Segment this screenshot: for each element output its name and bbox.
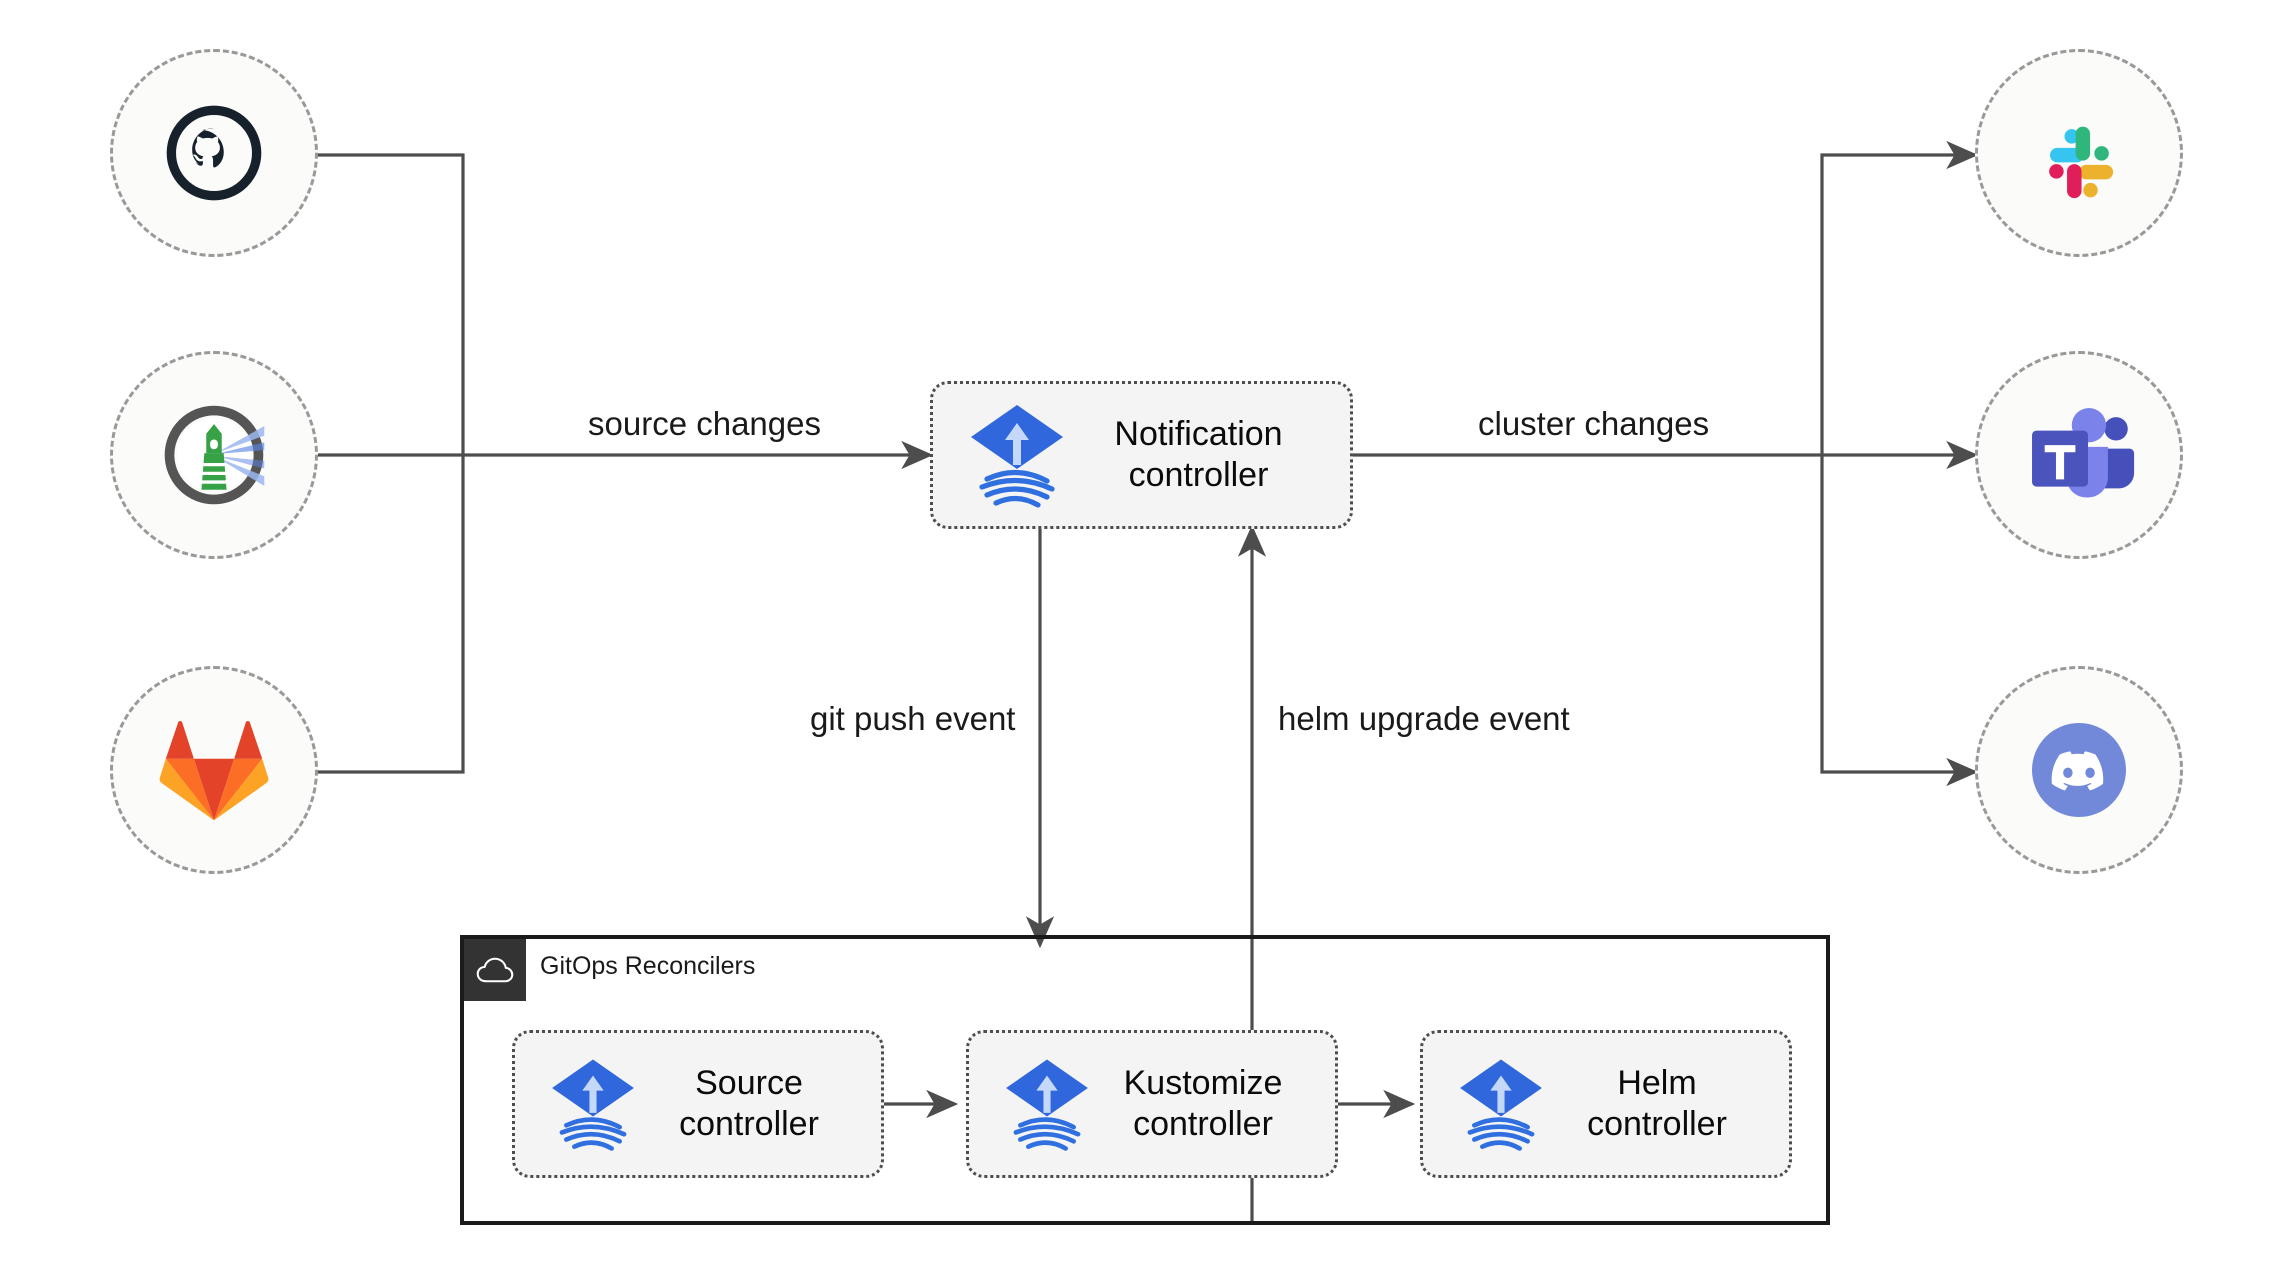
kustomize-controller-label: Kustomize controller [1123, 1063, 1283, 1143]
notification-controller-node[interactable]: Notification controller [930, 381, 1353, 529]
gitlab-icon [159, 720, 269, 821]
destination-node-slack[interactable] [1975, 49, 2183, 257]
flux-logo-icon [999, 1054, 1095, 1154]
source-node-flux[interactable] [110, 351, 318, 559]
cloud-icon [476, 957, 514, 983]
helm-controller-label: Helm controller [1587, 1063, 1727, 1143]
source-node-gitlab[interactable] [110, 666, 318, 874]
slack-icon [2049, 126, 2114, 199]
group-title: GitOps Reconcilers [540, 952, 756, 980]
destination-node-teams[interactable] [1975, 351, 2183, 559]
source-controller-label: Source controller [679, 1063, 819, 1143]
lighthouse-icon [164, 405, 265, 505]
edge-bus-to-discord [1820, 455, 1979, 787]
flux-logo-icon [1453, 1054, 1549, 1154]
destination-node-discord[interactable] [1975, 666, 2183, 874]
gitops-reconcilers-group: GitOps Reconcilers [460, 935, 1830, 1225]
edge-github-to-bus [314, 153, 465, 455]
edge-bus-to-slack [1820, 140, 1979, 455]
group-tab [464, 939, 526, 1001]
helm-controller-node[interactable]: Helm controller [1420, 1030, 1792, 1178]
edge-gitlab-to-bus [314, 455, 465, 774]
flux-logo-icon [545, 1054, 641, 1154]
github-icon [166, 105, 262, 201]
source-node-github[interactable] [110, 49, 318, 257]
flux-logo-icon [963, 399, 1071, 511]
edge-label-git-push-event: git push event [800, 698, 1026, 740]
microsoft-teams-icon [2032, 408, 2135, 498]
edge-label-cluster-changes: cluster changes [1468, 403, 1720, 445]
discord-icon [2032, 723, 2126, 817]
source-controller-node[interactable]: Source controller [512, 1030, 884, 1178]
kustomize-controller-node[interactable]: Kustomize controller [966, 1030, 1338, 1178]
edge-label-source-changes: source changes [578, 403, 831, 445]
edge-label-helm-upgrade-event: helm upgrade event [1268, 698, 1580, 740]
notification-controller-label: Notification controller [1114, 414, 1283, 494]
